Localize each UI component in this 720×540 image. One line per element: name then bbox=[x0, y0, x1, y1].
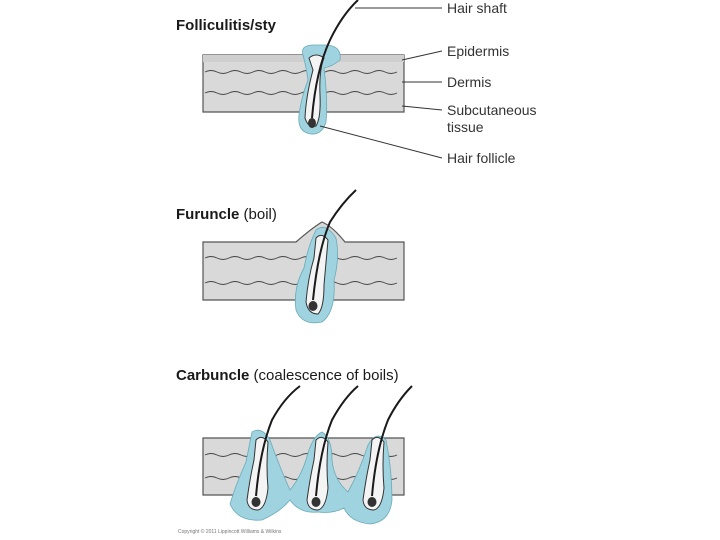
panel-title-bold: Furuncle bbox=[176, 206, 240, 223]
panel-title-bold: Carbuncle bbox=[176, 367, 250, 384]
hair-shaft-3c bbox=[371, 385, 413, 497]
label-epidermis: Epidermis bbox=[447, 43, 510, 59]
leader-subcutaneous bbox=[401, 105, 443, 111]
leader-hair-follicle bbox=[319, 125, 443, 159]
panel-title-carbuncle: Carbuncle (coalescence of boils) bbox=[176, 367, 399, 384]
dermis-wavy-line-2 bbox=[204, 256, 398, 260]
label-hair-shaft: Hair shaft bbox=[447, 0, 507, 16]
hair-shaft-3a bbox=[255, 385, 301, 497]
label-subcutaneous-line2: tissue bbox=[447, 119, 484, 135]
hair-bulb-1 bbox=[308, 118, 316, 128]
panel-title-folliculitis: Folliculitis/sty bbox=[176, 17, 276, 34]
panel-title-furuncle: Furuncle (boil) bbox=[176, 206, 277, 223]
leader-epidermis bbox=[401, 50, 443, 61]
hair-bulb-3c bbox=[367, 497, 377, 507]
hair-follicle-3a bbox=[246, 436, 269, 511]
hair-follicle-3c bbox=[362, 436, 385, 511]
carbuncle-diagram bbox=[202, 385, 413, 525]
hair-shaft-2 bbox=[312, 189, 357, 301]
folliculitis-diagram bbox=[202, 0, 443, 159]
label-dermis: Dermis bbox=[447, 74, 492, 90]
label-hair-follicle: Hair follicle bbox=[447, 150, 516, 166]
hair-follicle-3b bbox=[306, 436, 329, 511]
hair-bulb-3a bbox=[251, 497, 261, 507]
panel-title-rest: (coalescence of boils) bbox=[249, 367, 399, 384]
dermis-wavy-line-1 bbox=[204, 70, 398, 74]
hair-shaft-3b bbox=[315, 385, 359, 497]
hair-bulb-2 bbox=[308, 301, 318, 311]
hair-shaft-1 bbox=[311, 0, 359, 119]
subcutaneous-wavy-line-1 bbox=[204, 91, 398, 95]
furuncle-diagram bbox=[202, 189, 405, 324]
copyright-notice: Copyright © 2011 Lippincott Williams & W… bbox=[178, 529, 282, 535]
skin-block-2 bbox=[202, 221, 405, 301]
label-subcutaneous-line1: Subcutaneous bbox=[447, 102, 537, 118]
panel-title-bold: Folliculitis/sty bbox=[176, 17, 277, 34]
hair-bulb-3b bbox=[311, 497, 321, 507]
panel-title-rest: (boil) bbox=[239, 206, 277, 223]
